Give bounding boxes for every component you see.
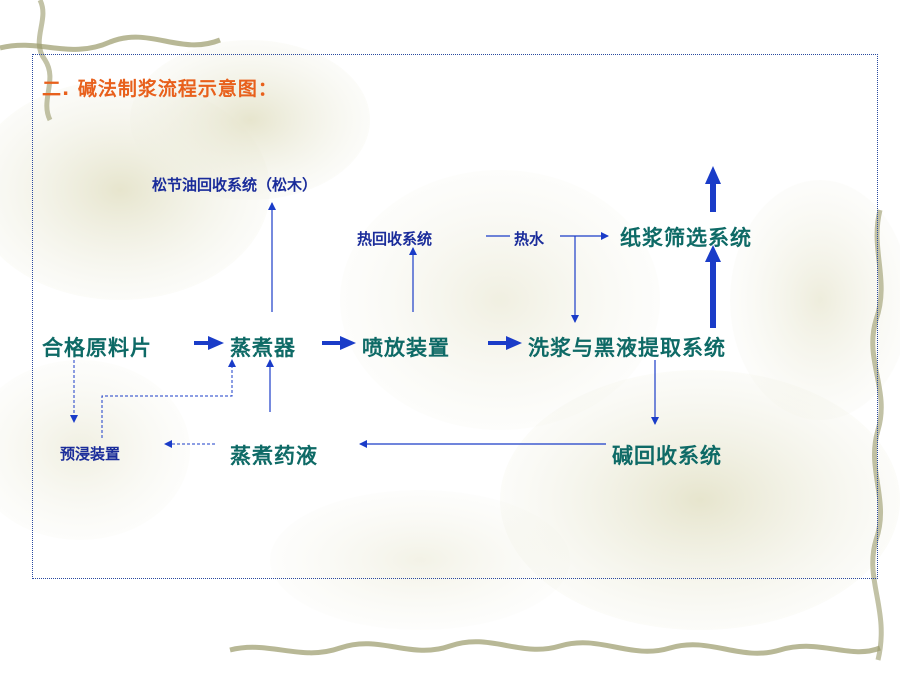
screening-arrows xyxy=(705,166,721,328)
node-cooking-liquor: 蒸煮药液 xyxy=(230,444,318,468)
node-heat-recovery: 热回收系统 xyxy=(357,230,433,248)
node-digester: 蒸煮器 xyxy=(230,336,296,360)
node-hot-water: 热水 xyxy=(514,230,545,248)
main-flow-arrows xyxy=(194,336,522,350)
node-presoak-device: 预浸装置 xyxy=(60,445,121,463)
dashed-arrow-presoak-to-digester xyxy=(101,359,236,438)
arrow-digester-to-blow xyxy=(322,336,356,350)
arrow-chips-to-digester xyxy=(194,336,224,350)
arrow-screening-out xyxy=(705,166,721,212)
node-washing-black-liquor: 洗浆与黑液提取系统 xyxy=(528,336,726,360)
page-title: 二. 碱法制浆流程示意图： xyxy=(42,78,278,100)
arrow-washing-to-screening xyxy=(705,245,721,328)
diagram-frame xyxy=(32,54,878,579)
node-qualified-chips: 合格原料片 xyxy=(42,336,152,360)
node-pine-oil-recovery: 松节油回收系统（松木） xyxy=(152,176,318,194)
node-blow-device: 喷放装置 xyxy=(362,336,450,360)
node-pulp-screening: 纸浆筛选系统 xyxy=(620,226,752,250)
arrow-blow-to-washing xyxy=(488,336,522,350)
node-alkali-recovery: 碱回收系统 xyxy=(612,444,722,468)
